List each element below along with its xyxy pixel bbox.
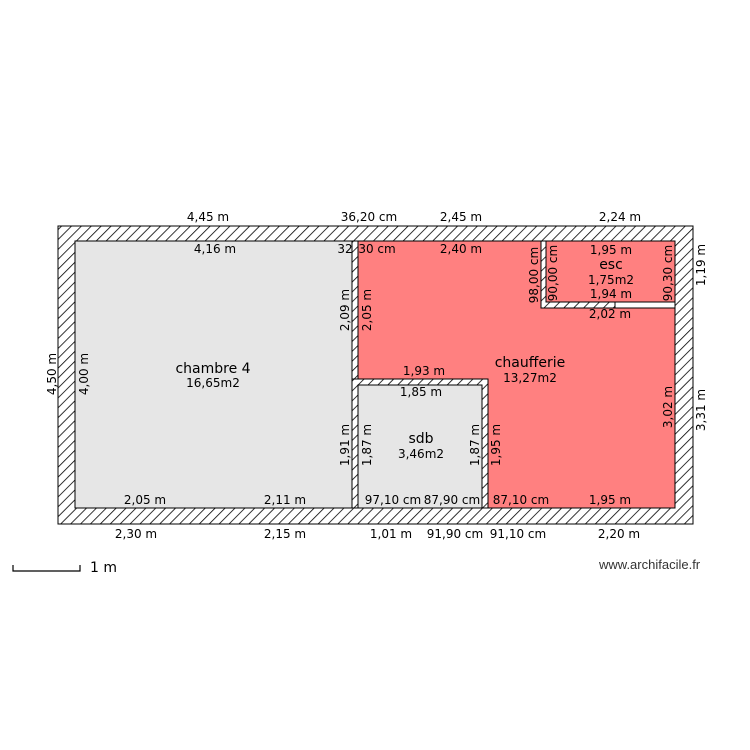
dim-sdb-right: 1,87 m <box>468 424 482 466</box>
room-area-chaufferie: 13,27m2 <box>503 371 557 385</box>
dim-bottom-outer: 2,20 m <box>598 527 640 541</box>
dim-top-outer: 4,45 m <box>187 210 229 224</box>
room-name-esc: esc <box>599 257 623 273</box>
dim-bottom-outer: 2,30 m <box>115 527 157 541</box>
dim-partition: 1,87 m <box>360 424 374 466</box>
room-area-chambre: 16,65m2 <box>186 376 240 390</box>
dim-bottom-outer: 1,01 m <box>370 527 412 541</box>
dim-bottom-inner: 2,05 m <box>124 493 166 507</box>
dim-esc-vertical: 98,00 cm <box>527 247 541 303</box>
room-esc[interactable] <box>545 240 676 303</box>
dim-bottom-inner: 2,11 m <box>264 493 306 507</box>
dim-right-outer: 3,31 m <box>694 389 708 431</box>
dim-top-inner: 1,95 m <box>590 243 632 257</box>
dim-bottom-outer: 91,90 cm <box>427 527 483 541</box>
dim-top-inner: 30 cm <box>358 242 395 256</box>
room-name-sdb: sdb <box>408 431 433 447</box>
scale-label: 1 m <box>90 560 117 576</box>
dim-bottom-outer: 2,15 m <box>264 527 306 541</box>
dim-bottom-outer: 91,10 cm <box>490 527 546 541</box>
room-area-sdb: 3,46m2 <box>398 447 444 461</box>
dim-left-outer: 4,50 m <box>45 353 59 395</box>
dim-top-outer: 36,20 cm <box>341 210 397 224</box>
dim-partition: 1,91 m <box>338 424 352 466</box>
dim-sdb-top: 1,85 m <box>400 385 442 399</box>
dim-bottom-inner: 87,90 cm <box>424 493 480 507</box>
watermark: www.archifacile.fr <box>599 557 701 572</box>
dim-esc-vertical: 90,30 cm <box>661 245 675 301</box>
dim-sdb-top: 1,93 m <box>403 364 445 378</box>
scale-bar <box>12 565 81 572</box>
dim-sdb-right: 1,95 m <box>489 424 503 466</box>
dim-partition: 2,05 m <box>360 289 374 331</box>
dim-left-inner: 4,00 m <box>77 353 91 395</box>
room-sdb[interactable] <box>357 384 483 509</box>
dim-right-outer: 1,19 m <box>694 244 708 286</box>
dim-top-outer: 2,45 m <box>440 210 482 224</box>
dim-right-inner: 3,02 m <box>661 386 675 428</box>
room-area-esc: 1,75m2 <box>588 273 634 287</box>
dim-top-inner: 4,16 m <box>194 242 236 256</box>
dim-bottom-inner: 87,10 cm <box>493 493 549 507</box>
dim-esc: 1,94 m <box>590 287 632 301</box>
room-chambre-4[interactable] <box>74 240 353 509</box>
dim-esc: 2,02 m <box>589 307 631 321</box>
dim-partition: 2,09 m <box>338 289 352 331</box>
room-name-chaufferie: chaufferie <box>495 355 566 371</box>
dim-top-inner: 32 <box>337 242 352 256</box>
room-name-chambre: chambre 4 <box>175 361 250 377</box>
dim-top-inner: 2,40 m <box>440 242 482 256</box>
dim-bottom-inner: 97,10 cm <box>365 493 421 507</box>
dim-top-outer: 2,24 m <box>599 210 641 224</box>
dim-bottom-inner: 1,95 m <box>589 493 631 507</box>
dim-esc-vertical: 90,00 cm <box>546 245 560 301</box>
